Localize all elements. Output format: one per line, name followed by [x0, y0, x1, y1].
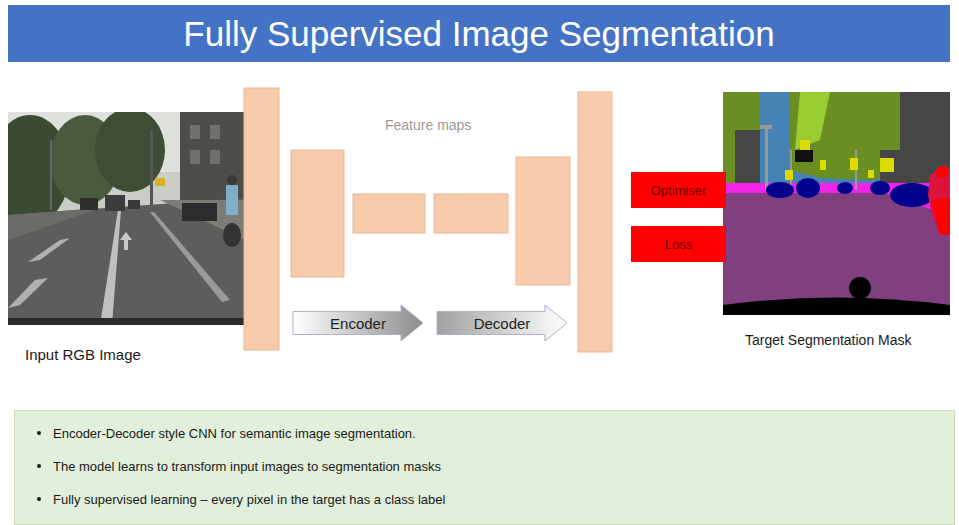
box-label: Optimiser: [651, 183, 707, 198]
encoder-arrow: Encoder: [293, 305, 423, 341]
bullet-text: Fully supervised learning – every pixel …: [53, 492, 445, 507]
segmentation-mask: [723, 92, 950, 315]
feature-maps-label: Feature maps: [385, 117, 471, 133]
box-label: Decoder: [474, 315, 531, 332]
block-arrow: [437, 305, 567, 341]
text-row: The model learns to transform input imag…: [37, 456, 944, 476]
box-label: Loss: [665, 237, 692, 252]
title-band: [8, 5, 950, 62]
text-row: Loss: [631, 226, 726, 262]
bullet-text: The model learns to transform input imag…: [53, 459, 441, 474]
feature-maps: [244, 88, 612, 352]
image-caption: Target Segmentation Mask: [745, 332, 912, 348]
page-title: Fully Supervised Image Segmentation: [8, 5, 950, 62]
optimiser-box: Optimiser: [631, 172, 726, 208]
box-label: Encoder: [330, 315, 386, 332]
text-row: Encoder-Decoder style CNN for semantic i…: [37, 423, 944, 443]
loss-box: Loss: [631, 226, 726, 262]
text-row: Fully supervised learning – every pixel …: [37, 489, 944, 509]
text-row: Encoder: [293, 305, 423, 341]
decoder-arrow: Decoder: [437, 305, 567, 341]
block-arrow: [293, 305, 423, 341]
bullet-dot: [37, 497, 41, 501]
input-photo: [8, 112, 245, 325]
text-row: Decoder: [437, 305, 567, 341]
bullet-panel: Encoder-Decoder style CNN for semantic i…: [14, 410, 955, 525]
text-row: Optimiser: [631, 172, 726, 208]
bullet-dot: [37, 431, 41, 435]
image-caption: Input RGB Image: [25, 346, 141, 363]
bullet-dot: [37, 464, 41, 468]
bullet-text: Encoder-Decoder style CNN for semantic i…: [53, 426, 416, 441]
